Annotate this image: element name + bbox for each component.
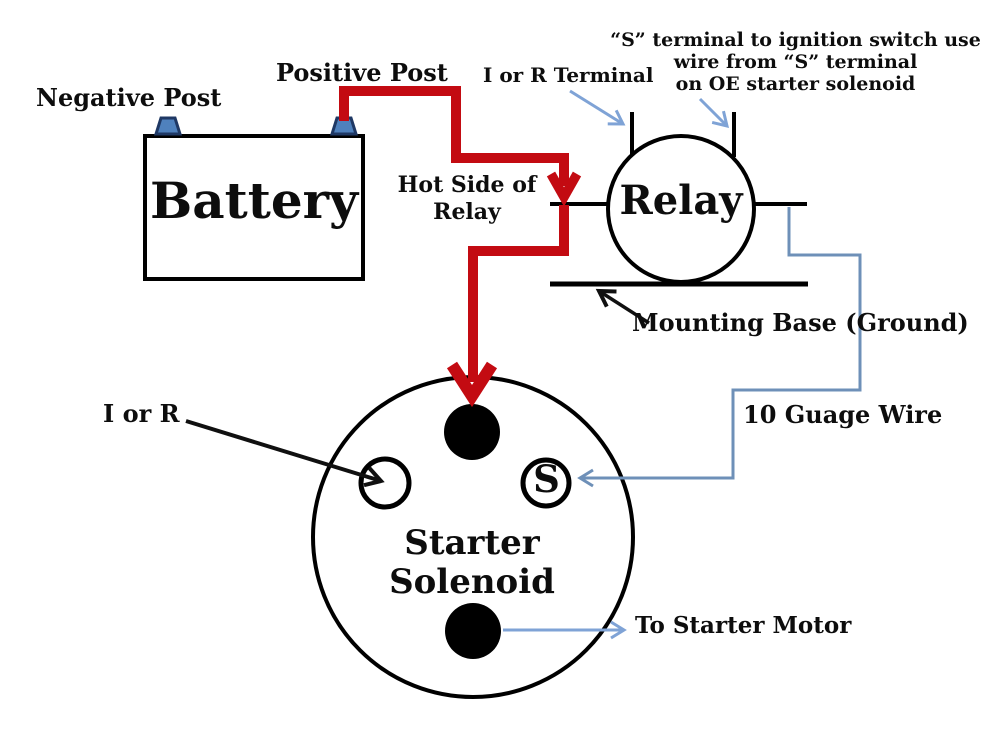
hot-side-line2: Relay [433,199,501,225]
starter-solenoid-label: Starter Solenoid [389,523,555,603]
negative-post-label: Negative Post [36,83,222,112]
hot-wire-battery-to-relay [339,86,569,186]
solenoid-s-terminal [520,457,572,509]
to-starter-motor-label: To Starter Motor [635,612,852,639]
mounting-base-label: Mounting Base (Ground) [632,308,969,337]
solenoid-i-or-r-terminal [358,456,412,510]
s-terminal-note-line1: “S” terminal to ignition switch use [610,29,981,51]
i-or-r-terminal-label: I or R Terminal [483,63,654,87]
s-terminal-note: “S” terminal to ignition switch use wire… [598,29,993,95]
s-terminal-letter: S [533,457,560,501]
hot-side-of-relay-label: Hot Side of Relay [392,172,542,226]
relay-body [606,134,756,284]
hot-wire-arrowhead-solenoid [446,361,498,408]
battery-label: Battery [149,171,359,230]
negative-post-icon [153,116,183,136]
mounting-base-arrow [595,288,650,325]
positive-post-label: Positive Post [276,58,448,87]
i-or-r-label: I or R [103,399,180,428]
solenoid-bottom-terminal [445,603,501,659]
ten-gauge-wire-label: 10 Guage Wire [743,400,943,429]
s-terminal-note-line2: wire from “S” terminal [673,51,918,73]
hot-side-line1: Hot Side of [397,172,537,198]
i-or-r-terminal-arrow [569,89,626,126]
solenoid-top-terminal [444,404,500,460]
hot-wire-arrowhead-relay [546,171,582,207]
hot-wire-relay-to-solenoid [468,205,569,382]
s-terminal-note-arrow [698,97,730,129]
signal-wire-relay-to-s-terminal [577,207,862,488]
s-terminal-note-line3: on OE starter solenoid [675,73,916,95]
i-or-r-label-arrow [185,419,385,488]
relay-label: Relay [619,177,743,224]
battery-body [143,134,365,281]
